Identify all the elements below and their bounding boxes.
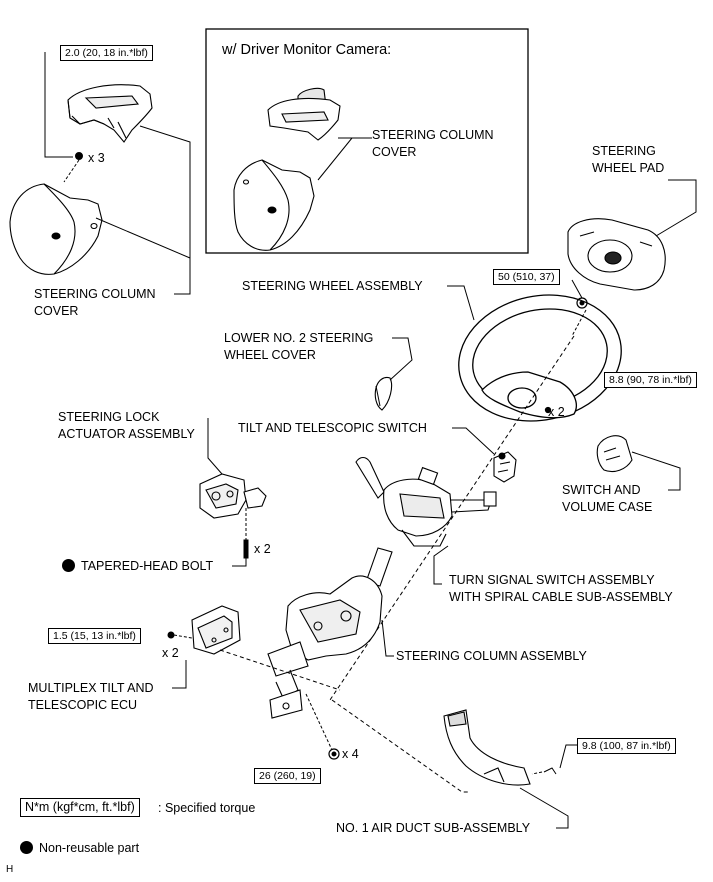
turn-signal-drawing <box>355 456 497 547</box>
ecu-drawing <box>191 605 241 655</box>
label-turn-signal-2: WITH SPIRAL CABLE SUB-ASSEMBLY <box>449 590 673 604</box>
inset-frame <box>205 28 529 254</box>
qty-ecu-screws: x 2 <box>162 646 179 660</box>
qty-wheel-screws: x 2 <box>548 405 565 419</box>
nonreusable-dot-icon <box>20 841 33 854</box>
torque-box-wheel-nut: 50 (510, 37) <box>493 269 560 285</box>
tapered-bolt-icon <box>243 539 249 559</box>
label-column-cover-1: STEERING COLUMN <box>34 287 156 301</box>
steering-wheel-drawing <box>458 294 622 422</box>
label-tilt-switch: TILT AND TELESCOPIC SWITCH <box>238 421 427 435</box>
torque-box-wheel-screw: 8.8 (90, 78 in.*lbf) <box>604 372 697 388</box>
wheel-pad-drawing <box>567 218 666 291</box>
label-lower-cover-2: WHEEL COVER <box>224 348 316 362</box>
inset-label-line1: STEERING COLUMN <box>372 128 494 142</box>
lock-actuator-drawing <box>199 473 267 519</box>
nonreusable-dot-icon <box>62 559 75 572</box>
label-wheel-pad-2: WHEEL PAD <box>592 161 665 175</box>
qty-cover-screws: x 3 <box>88 151 105 165</box>
label-switch-case-2: VOLUME CASE <box>562 500 653 514</box>
label-switch-case-1: SWITCH AND <box>562 483 641 497</box>
torque-box-air-duct: 9.8 (100, 87 in.*lbf) <box>577 738 676 754</box>
label-ecu-1: MULTIPLEX TILT AND <box>28 681 154 695</box>
inset-title: w/ Driver Monitor Camera: <box>222 42 392 58</box>
air-duct-drawing <box>443 709 531 786</box>
qty-tapered-bolts: x 2 <box>254 542 271 556</box>
label-lock-actuator-1: STEERING LOCK <box>58 410 160 424</box>
label-turn-signal-1: TURN SIGNAL SWITCH ASSEMBLY <box>449 573 655 587</box>
legend-nonreusable: Non-reusable part <box>20 840 139 856</box>
inset-cover-drawing <box>233 87 341 251</box>
lower-column-cover-drawing <box>9 183 103 275</box>
torque-box-column-nut: 26 (260, 19) <box>254 768 321 784</box>
label-column-cover-2: COVER <box>34 304 79 318</box>
legend-torque-unit: N*m (kgf*cm, ft.*lbf) <box>20 798 140 817</box>
label-column-assembly: STEERING COLUMN ASSEMBLY <box>396 649 587 663</box>
label-air-duct: NO. 1 AIR DUCT SUB-ASSEMBLY <box>336 821 531 835</box>
corner-mark: H <box>6 864 14 875</box>
upper-column-cover-drawing <box>67 84 153 143</box>
cover-screw <box>75 152 83 160</box>
label-tapered-bolt-text: TAPERED-HEAD BOLT <box>81 559 214 573</box>
label-lock-actuator-2: ACTUATOR ASSEMBLY <box>58 427 195 441</box>
qty-column-nuts: x 4 <box>342 747 359 761</box>
ecu-screw <box>167 631 175 639</box>
label-lower-cover-1: LOWER NO. 2 STEERING <box>224 331 374 345</box>
tilt-switch-drawing <box>493 451 517 483</box>
label-ecu-2: TELESCOPIC ECU <box>28 698 138 712</box>
steering-column-drawing <box>267 547 393 719</box>
label-wheel-pad-1: STEERING <box>592 144 656 158</box>
torque-box-column-cover: 2.0 (20, 18 in.*lbf) <box>60 45 153 61</box>
inset-label-line2: COVER <box>372 145 417 159</box>
switch-case-drawing <box>596 435 633 473</box>
label-tapered-bolt: TAPERED-HEAD BOLT <box>62 558 213 574</box>
legend-torque-desc: : Specified torque <box>158 801 256 815</box>
label-wheel-assembly: STEERING WHEEL ASSEMBLY <box>242 279 423 293</box>
torque-box-ecu: 1.5 (15, 13 in.*lbf) <box>48 628 141 644</box>
legend-nonreusable-text: Non-reusable part <box>39 841 140 855</box>
